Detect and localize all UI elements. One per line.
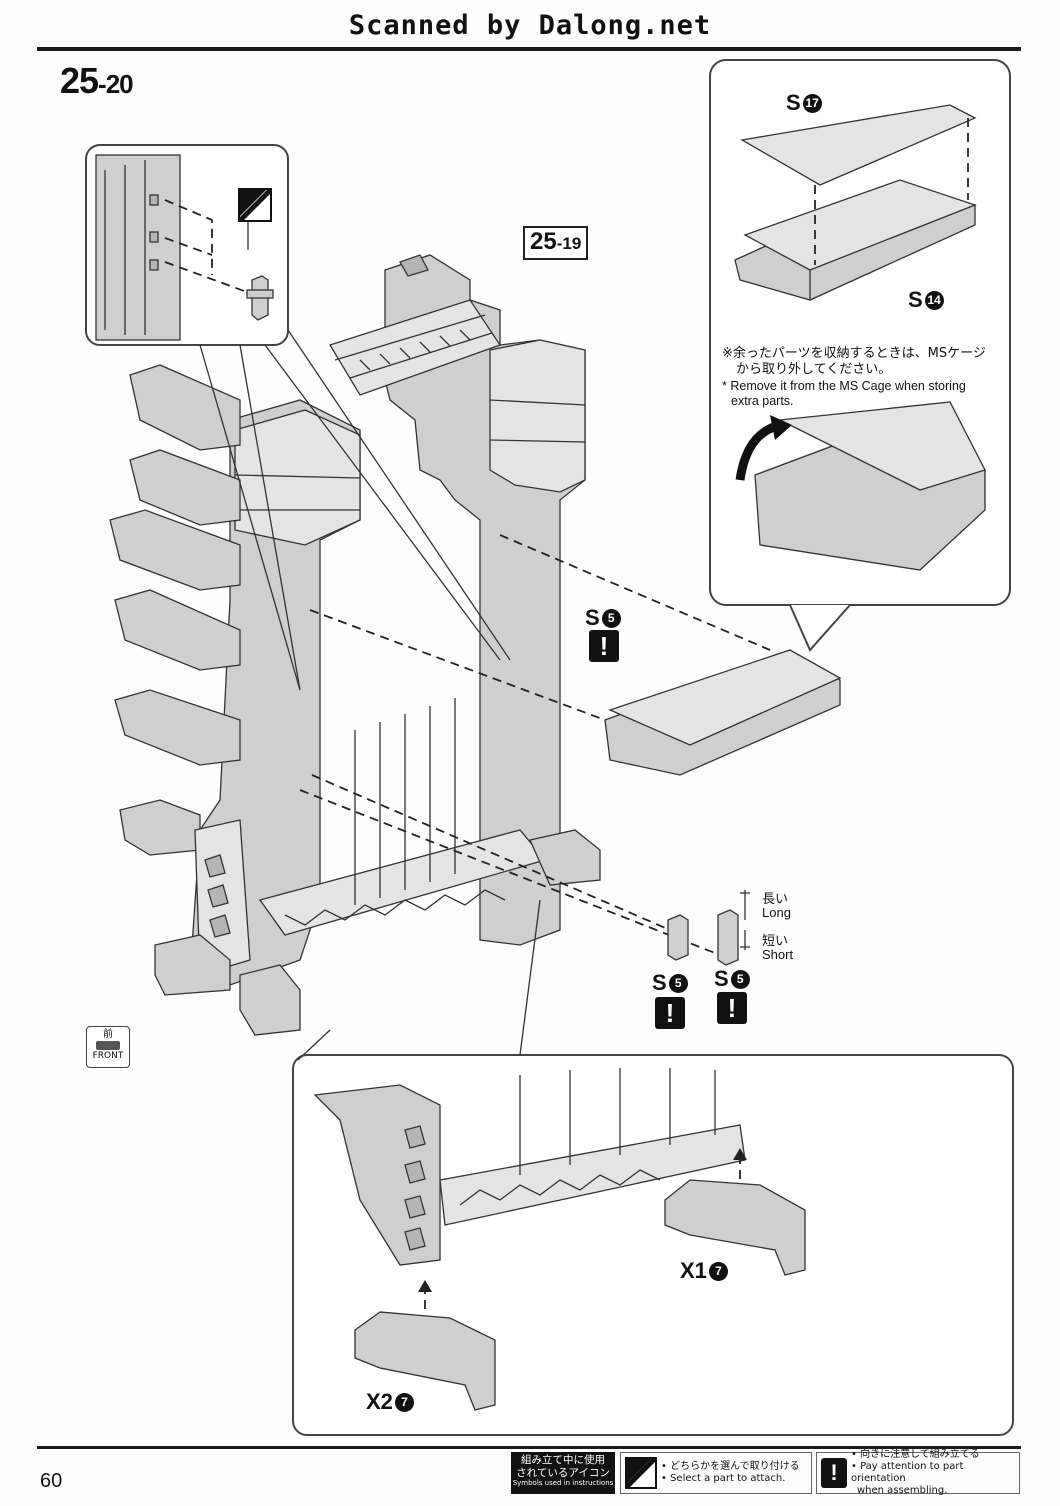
- legend-select-one: • どちらかを選んで取り付ける • Select a part to attac…: [620, 1452, 812, 1494]
- front-icon-en: FRONT: [92, 1051, 124, 1061]
- exclamation-icon: !: [655, 997, 685, 1029]
- step-prev-minor: -19: [556, 234, 582, 253]
- peg-long: [667, 914, 689, 961]
- step-number-previous: 25-19: [523, 226, 589, 260]
- attach-box-top: [608, 649, 842, 746]
- legend-attention: ! • 向きに注意して組み立てる • Pay attention to part…: [816, 1449, 1020, 1496]
- cage-arm-2: [129, 449, 241, 526]
- length-long-label: 長い Long: [762, 892, 791, 920]
- part-x1-foot: [664, 1179, 806, 1276]
- bottom-rule: [37, 1446, 1021, 1449]
- top-rule: [37, 47, 1021, 51]
- step-main-minor: -20: [98, 69, 134, 99]
- part-s17-letter: S: [786, 90, 801, 115]
- legend-title: 組み立て中に使用 されているアイコン Symbols used in instr…: [511, 1452, 615, 1494]
- cage-arm-4: [114, 589, 241, 671]
- cage-top-knob: [399, 254, 429, 277]
- front-icon-jp: 前: [103, 1029, 113, 1040]
- step-main-major: 25: [60, 60, 99, 101]
- length-long-jp: 長い: [762, 891, 789, 906]
- select-one-icon: [625, 1457, 657, 1489]
- part-x2-number: 7: [394, 1392, 414, 1412]
- storage-box-top: [743, 179, 977, 271]
- exclamation-icon: !: [717, 992, 747, 1024]
- storage-note-en-2: extra parts.: [731, 394, 794, 408]
- storage-note-en: * Remove it from the MS Cage when storin…: [722, 379, 1012, 409]
- legend-attention-jp: • 向きに注意して組み立てる: [851, 1449, 980, 1460]
- storage-note-en-1: * Remove it from the MS Cage when storin…: [722, 379, 966, 393]
- select-one-icon: [238, 188, 272, 222]
- part-s14-letter: S: [908, 287, 923, 312]
- cage-foot-left: [154, 934, 231, 996]
- part-s17-number: 17: [802, 93, 822, 113]
- peg-short: [717, 909, 739, 966]
- part-x2-letter: X2: [366, 1389, 393, 1414]
- storage-lid: [740, 104, 977, 186]
- part-s5-letter: S: [585, 605, 600, 630]
- length-long-en: Long: [762, 905, 791, 920]
- step-number-main: 25-20: [60, 60, 134, 102]
- length-short-jp: 短い: [762, 933, 789, 948]
- length-short-label: 短い Short: [762, 934, 793, 962]
- page-number: 60: [40, 1470, 63, 1492]
- exclamation-icon: !: [589, 630, 619, 662]
- legend-choose-jp: • どちらかを選んで取り付ける: [661, 1461, 800, 1472]
- legend-title-en: Symbols used in instructions: [512, 1479, 614, 1487]
- cage-foot-front: [239, 964, 301, 1036]
- detail-column: [95, 154, 181, 341]
- legend-attention-en-1: • Pay attention to part orientation: [851, 1461, 964, 1484]
- legend-title-1: 組み立て中に使用: [521, 1454, 605, 1466]
- front-direction-icon: 前 FRONT: [86, 1026, 130, 1068]
- storage-note-jp: ※余ったパーツを収納するときは、MSケージ から取り外してください。: [722, 346, 1012, 378]
- part-s5-letter: S: [714, 966, 729, 991]
- exclamation-icon: !: [821, 1458, 847, 1488]
- cage-arm-5: [114, 689, 241, 766]
- storage-note-jp-1: ※余ったパーツを収納するときは、MSケージ: [722, 346, 986, 361]
- storage-note-jp-2: から取り外してください。: [736, 362, 892, 377]
- part-s5-number: 5: [668, 973, 688, 993]
- cage-arm-1: [129, 364, 241, 451]
- part-x1-letter: X1: [680, 1258, 707, 1283]
- part-s5-number: 5: [730, 969, 750, 989]
- legend-choose-en: • Select a part to attach.: [661, 1473, 786, 1484]
- legend-attention-en-2: when assembling.: [857, 1485, 948, 1496]
- cage-right-box: [489, 339, 586, 493]
- cage-arm-6: [119, 799, 201, 856]
- step-prev-major: 25: [530, 228, 557, 255]
- storage-box-open-lid: [777, 401, 986, 491]
- cage-arm-3: [109, 509, 241, 591]
- scan-credit: Scanned by Dalong.net: [348, 10, 712, 41]
- cage-left-box: [234, 409, 361, 546]
- length-short-en: Short: [762, 947, 794, 962]
- legend-title-2: されているアイコン: [516, 1466, 610, 1479]
- part-s14-number: 14: [924, 290, 944, 310]
- part-s5-number: 5: [601, 608, 621, 628]
- part-x1-number: 7: [708, 1261, 728, 1281]
- part-s5-letter: S: [652, 970, 667, 995]
- part-x2-foot: [354, 1311, 496, 1411]
